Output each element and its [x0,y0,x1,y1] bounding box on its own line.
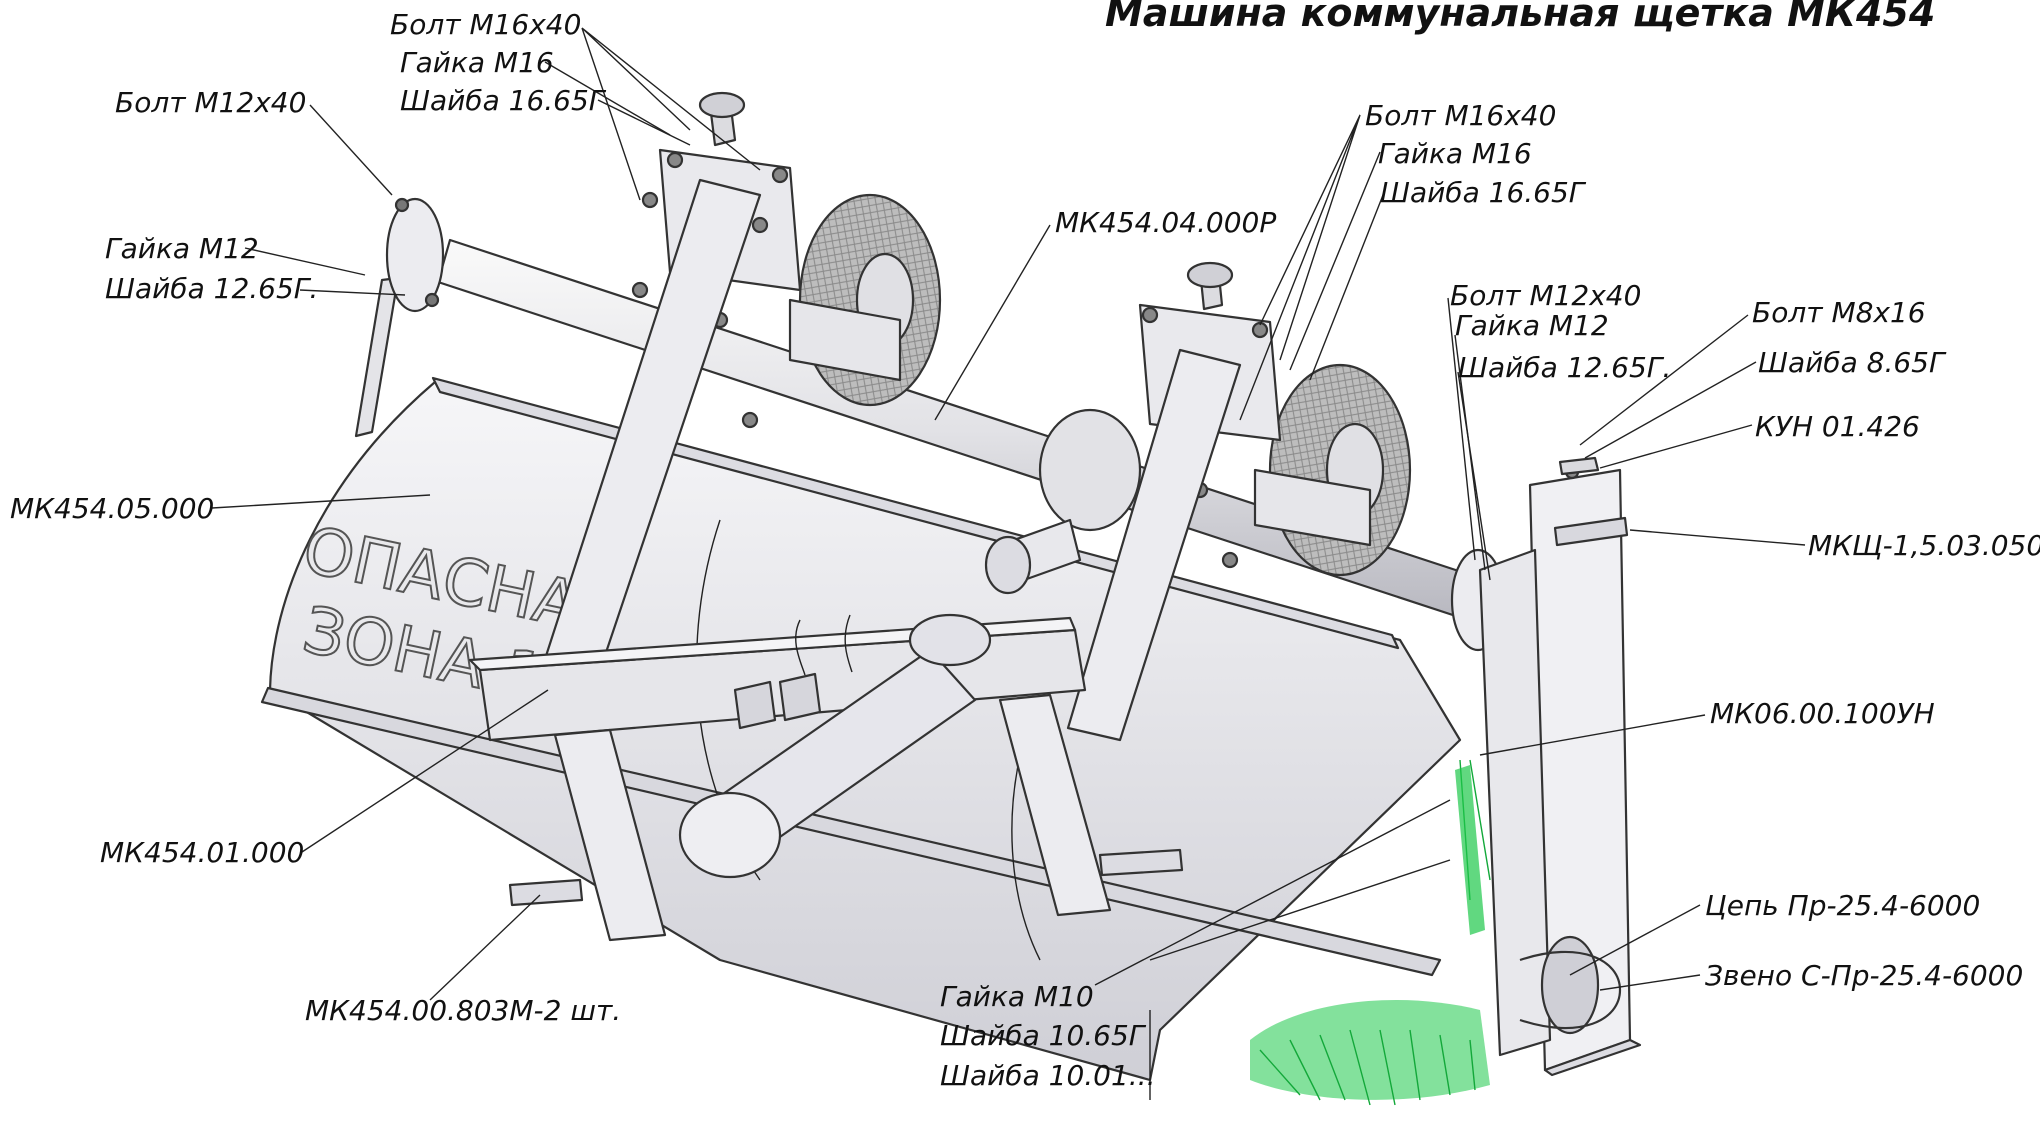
leader-mkshch [1629,529,1806,546]
leader-washer-16-l [597,99,691,146]
right-wheel-bracket [1253,468,1372,547]
right-plate-bolt-4 [1221,551,1239,569]
pto-cylinder-end [678,791,782,879]
leader-link [1599,974,1701,991]
side-panel-inner [1478,548,1552,1057]
label-washer-10-01: Шайба 10.01... [940,1059,1155,1092]
side-panel-edge [1543,1038,1642,1077]
label-bolt-m16-right: Болт М16х40 [1365,99,1556,132]
label-nut-m12-right: Гайка М12 [1455,309,1609,342]
drive-chain [1519,935,1622,1035]
leader-washer-12-l [299,289,406,296]
drawing-title: Машина коммунальная щетка МК454 [1105,0,1935,35]
label-bolt-m12-left: Болт М12х40 [115,86,306,119]
leader-nut-m10 [1094,799,1451,1100]
label-bolt-m16-left: Болт М16х40 [390,8,581,41]
leader-nut-m16-r [1289,151,1381,371]
label-washer-12-right: Шайба 12.65Г. [1458,351,1671,384]
label-bolt-m8: Болт М8х16 [1752,296,1926,329]
left-hanger [354,276,400,438]
leader-nut-m16-l [544,61,671,136]
kun-bracket [1558,456,1600,476]
label-nut-m10: Гайка М10 [940,980,1094,1013]
drive-shaft-end [984,535,1032,595]
right-plate-bolt-2 [1251,321,1269,339]
leader-mk454-05 [211,494,431,509]
frame-right-upright [1066,348,1242,742]
left-plate-bolt-7 [741,411,759,429]
leader-chain [1569,904,1701,976]
label-mkshch: МКЩ-1,5.03.050 [1808,529,2040,562]
leader-washer-16-r [1309,189,1386,381]
right-plate-bolt-1 [1141,306,1159,324]
leader-washer-8 [1584,361,1757,459]
label-washer-8: Шайба 8.65Г [1758,346,1947,379]
label-nut-m12-left: Гайка М12 [105,232,259,265]
leader-washer-12-r [1457,371,1491,581]
left-flange [385,197,445,313]
right-top-link-cap [1186,261,1234,289]
frame-hitch-plate-2 [778,672,822,722]
side-panel-slot [1553,516,1629,547]
frame-pin-1 [795,619,806,676]
panel-bristle-strip [1455,765,1485,935]
flange-bolt-2 [424,292,440,308]
label-kun: КУН 01.426 [1755,410,1920,443]
label-bolt-m12-right: Болт М12х40 [1450,279,1641,312]
flange-bolt-1 [394,197,410,213]
label-mk454-05: МК454.05.000 [10,492,214,525]
label-mk454-01: МК454.01.000 [100,836,304,869]
label-link: Звено С-Пр-25.4-6000 [1705,959,2023,992]
label-washer-16-left: Шайба 16.65Г [400,84,607,117]
leader-mk454-01 [301,689,549,853]
label-mk06: МК06.00.100УН [1710,697,1935,730]
label-washer-16-right: Шайба 16.65Г [1380,176,1587,209]
left-plate-bolt-4 [751,216,769,234]
leader-mk06 [1479,714,1706,756]
leader-bolt-m12-r [1447,297,1476,561]
leader-bolt-m16-l [581,27,761,201]
brush-bristles [1250,759,1491,1106]
left-top-link-cap [698,91,746,119]
pin-left [508,878,584,907]
left-plate-bolt-3 [641,191,659,209]
frame-pin-2 [844,614,853,673]
leader-mk454-803 [429,894,541,1001]
leader-bolt-m16-r [1239,114,1361,421]
label-mk454-04: МК454.04.000Р [1055,206,1276,239]
leader-nut-m12-l [244,247,366,276]
left-plate-bolt-2 [771,166,789,184]
frame-right-leg [998,693,1112,917]
pin-right [1098,848,1184,877]
label-nut-m16-right: Гайка М16 [1378,137,1532,170]
leader-bolt-m12-l [309,104,393,196]
label-washer-12-left: Шайба 12.65Г. [105,272,318,305]
label-nut-m16-left: Гайка М16 [400,46,554,79]
label-chain: Цепь Пр-25.4-6000 [1705,889,1980,922]
left-wheel-bracket [788,298,902,382]
pto-coupling [908,613,992,667]
frame-left-leg [553,728,667,942]
left-plate-bolt-5 [631,281,649,299]
left-plate-bolt-1 [666,151,684,169]
leader-kun [1599,424,1753,469]
leader-mk454-04 [934,224,1051,421]
label-washer-10-65: Шайба 10.65Г [940,1019,1147,1052]
label-mk454-803: МК454.00.803М-2 шт. [305,994,621,1027]
gearbox [1038,408,1142,532]
frame-hitch-plate-1 [733,680,777,730]
leader-bolt-m8 [1579,314,1749,446]
